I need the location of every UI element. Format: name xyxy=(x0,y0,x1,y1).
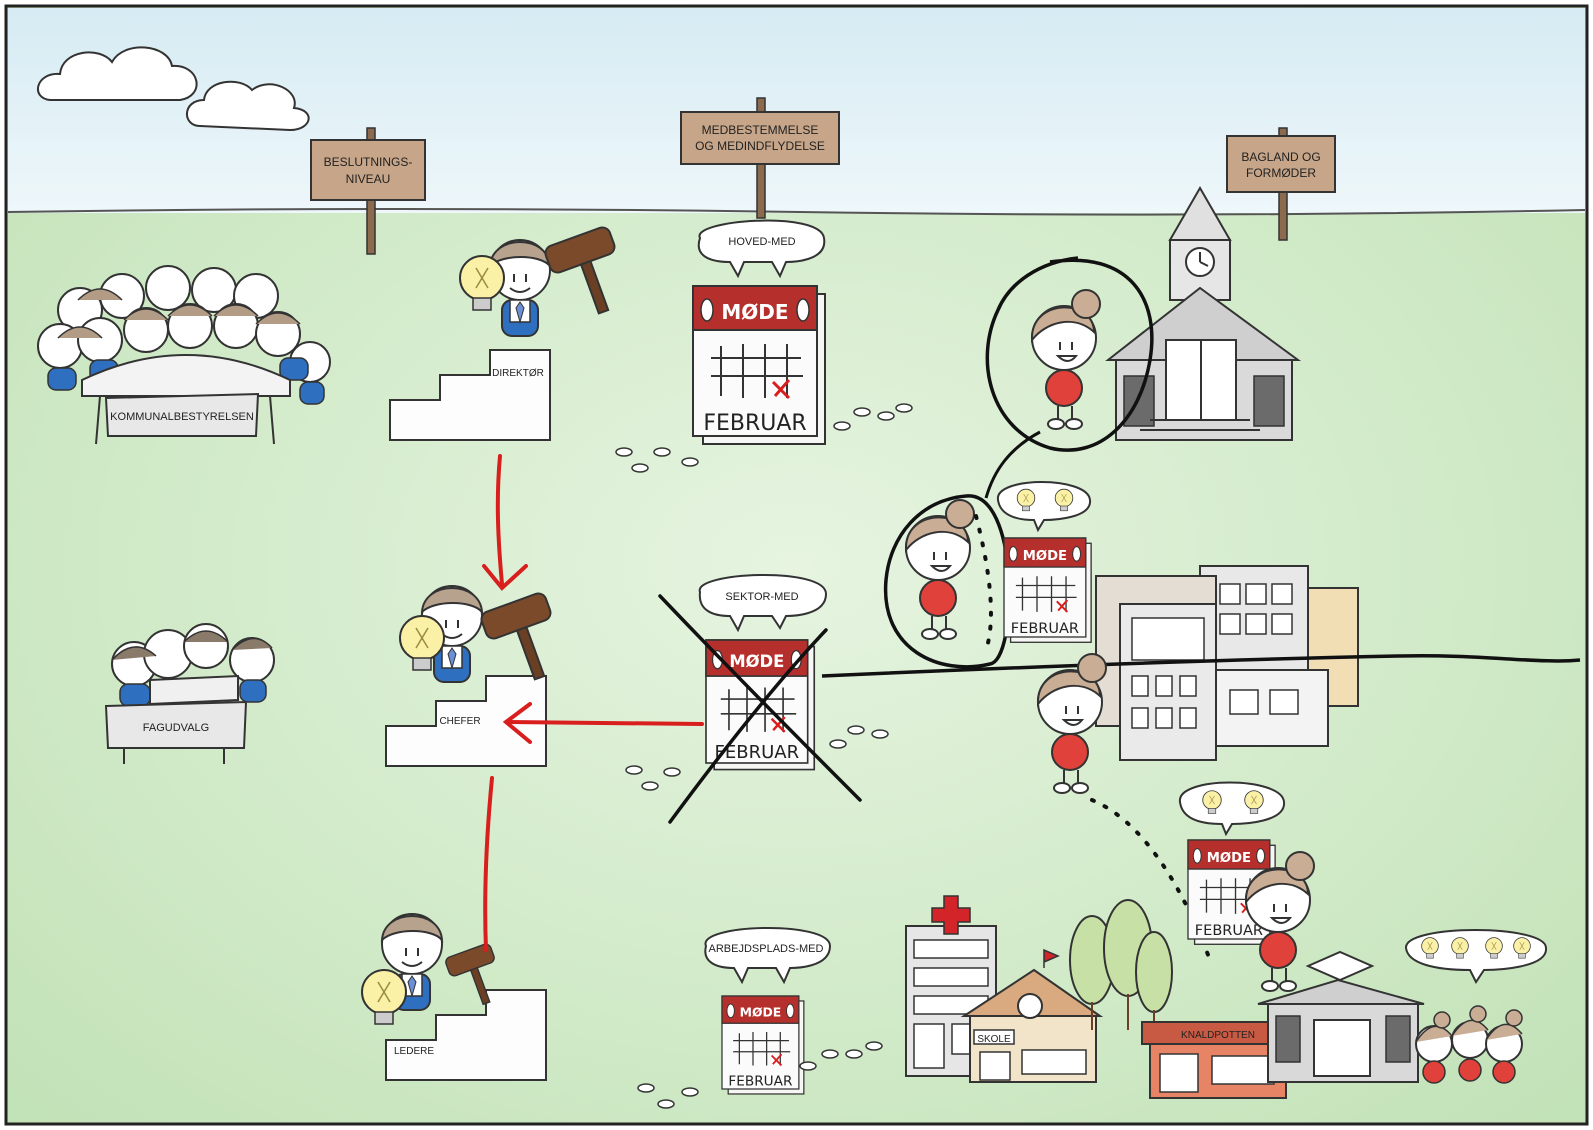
small-calendar-title-1: MØDE xyxy=(1023,549,1067,564)
sign-backing-line2: FORMØDER xyxy=(1246,166,1316,180)
main-med-meeting: HOVED-MED MØDE FEBRUAR xyxy=(615,219,913,473)
arrow-chiefs-to-leaders xyxy=(483,776,494,952)
trees xyxy=(1069,899,1173,1030)
sector-med-calendar-title: MØDE xyxy=(729,652,784,671)
office-buildings xyxy=(1095,565,1359,761)
arrow-head-1 xyxy=(482,564,528,591)
main-med-label: HOVED-MED xyxy=(728,236,795,248)
workplace-med-label: ARBEJDSPLADS-MED xyxy=(709,943,824,955)
workplace-med-calendar-month: FEBRUAR xyxy=(728,1073,793,1089)
committee-group: FAGUDVALG xyxy=(104,623,275,764)
horizon xyxy=(7,208,1586,216)
sector-med-label: SEKTOR-MED xyxy=(725,591,798,603)
idea-bubble-1 xyxy=(997,481,1091,533)
circle-mark-1 xyxy=(985,256,1154,452)
cloud-icon xyxy=(37,46,310,132)
podium-chiefs-label: CHEFER xyxy=(439,716,480,727)
book-icon xyxy=(1305,950,1375,982)
main-med-calendar-title: MØDE xyxy=(721,300,788,324)
sign-codetermination-line2: OG MEDINDFLYDELSE xyxy=(695,139,825,153)
sector-calendar-small: MØDE FEBRUAR xyxy=(1003,537,1093,644)
kindergarten-label: KNALDPOTTEN xyxy=(1181,1030,1255,1041)
staff-group xyxy=(1404,929,1548,1084)
small-calendar-month-1: FEBRUAR xyxy=(1011,621,1079,637)
idea-bubble-2 xyxy=(1178,781,1286,837)
arrow-head-2 xyxy=(502,702,532,744)
arrow-director-to-chiefs xyxy=(495,454,504,586)
library-building xyxy=(1257,950,1425,1083)
small-calendar-title-2: MØDE xyxy=(1207,851,1251,866)
workplace-med-calendar-title: MØDE xyxy=(740,1004,782,1019)
school-label: SKOLE xyxy=(977,1034,1011,1045)
sector-med-meeting: SEKTOR-MED MØDE FEBRUAR xyxy=(625,574,889,824)
chiefs-figure: CHEFER xyxy=(385,585,572,767)
leaders-figure: LEDERE xyxy=(361,913,547,1081)
sign-decision-level-line2: NIVEAU xyxy=(346,172,391,186)
school-building: SKOLE xyxy=(960,948,1104,1083)
director-figure: DIREKTØR xyxy=(389,224,636,441)
podium-leaders-label: LEDERE xyxy=(394,1046,434,1057)
kindergarten-building: KNALDPOTTEN xyxy=(1141,1021,1293,1099)
committee-label: FAGUDVALG xyxy=(143,722,209,734)
workplace-calendar-small: MØDE FEBRUAR xyxy=(1187,839,1277,946)
horizontal-line-mark xyxy=(821,653,1581,678)
town-hall-building xyxy=(1105,185,1302,441)
sign-decision-level: BESLUTNINGS- NIVEAU xyxy=(310,127,426,255)
cross-out-mark xyxy=(658,594,862,824)
dotted-path-2 xyxy=(974,514,993,652)
arrow-sector-to-chiefs xyxy=(506,720,704,726)
municipal-council-group: KOMMUNALBESTYRELSEN xyxy=(37,265,331,445)
main-med-calendar-month: FEBRUAR xyxy=(703,411,806,436)
podium-director-label: DIREKTØR xyxy=(492,368,544,379)
sign-codetermination-line1: MEDBESTEMMELSE xyxy=(702,123,819,137)
small-calendar-month-2: FEBRUAR xyxy=(1195,923,1263,939)
sign-backing: BAGLAND OG FORMØDER xyxy=(1226,127,1336,241)
red-cross-icon xyxy=(931,895,971,935)
workplace-med-meeting: ARBEJDSPLADS-MED MØDE FEBRUAR xyxy=(637,927,883,1109)
sign-decision-level-line1: BESLUTNINGS- xyxy=(324,155,413,169)
municipal-council-label: KOMMUNALBESTYRELSEN xyxy=(110,411,254,423)
sign-codetermination: MEDBESTEMMELSE OG MEDINDFLYDELSE xyxy=(680,97,840,219)
sector-med-calendar-month: FEBRUAR xyxy=(715,742,800,763)
connector-line-1 xyxy=(984,430,1041,499)
sign-backing-line1: BAGLAND OG xyxy=(1241,150,1320,164)
